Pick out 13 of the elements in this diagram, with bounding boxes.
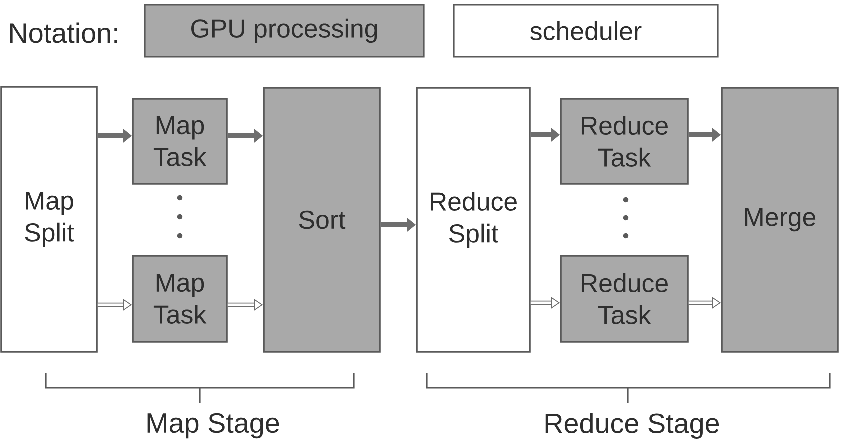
process-box: Map Task [132,255,228,343]
process-box: Reduce Split [416,87,531,353]
process-box: Sort [263,87,381,353]
process-box: Merge [721,87,839,353]
legend-box: scheduler [453,4,719,58]
stage-label: Map Stage [148,413,280,439]
process-box: Reduce Task [560,98,689,185]
process-box: Map Split [0,86,98,353]
process-box: Reduce Task [560,255,689,343]
notation-label: Notation: [10,22,118,44]
process-box: Map Task [132,98,228,185]
legend-box: GPU processing [144,4,425,58]
stage-label: Reduce Stage [546,413,720,439]
